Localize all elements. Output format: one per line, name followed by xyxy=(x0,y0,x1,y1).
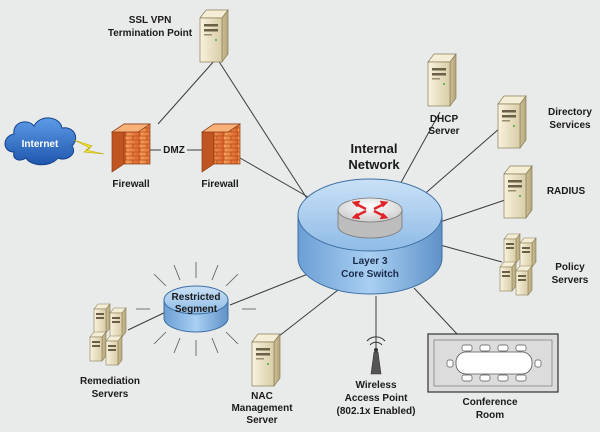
ssl-vpn-label-2: Termination Point xyxy=(108,28,193,39)
conference-label-1: Conference xyxy=(462,397,517,408)
remediation-label-2: Servers xyxy=(92,389,129,400)
dhcp-label-2: Server xyxy=(428,126,459,137)
nac-label-2: Management xyxy=(231,403,293,414)
link-conference-core xyxy=(413,287,459,336)
link-remediation-restricted xyxy=(127,309,171,331)
link-vpn-firewall xyxy=(157,59,216,125)
firewall-right-label: Firewall xyxy=(201,179,238,190)
wireless-label-1: Wireless xyxy=(355,380,396,391)
link-policy-core xyxy=(439,244,503,263)
link-nac-core xyxy=(273,289,339,341)
internet-cloud-icon: Internet xyxy=(4,117,77,166)
remediation-servers-icon xyxy=(89,303,127,366)
radius-server-icon xyxy=(503,165,533,219)
dmz-label: DMZ xyxy=(163,145,185,156)
nac-server-icon xyxy=(251,333,281,387)
firewall-left-icon xyxy=(110,123,152,173)
conference-table xyxy=(455,351,533,375)
nac-label-3: Server xyxy=(246,415,277,426)
restricted-label-2: Segment xyxy=(175,304,218,315)
core-switch-icon xyxy=(297,178,443,295)
link-dhcp-core xyxy=(397,111,441,189)
ssl-vpn-server-icon xyxy=(199,9,229,63)
link-directory-core xyxy=(419,127,501,199)
core-switch-label-1: Layer 3 xyxy=(352,256,387,267)
directory-label-2: Services xyxy=(549,120,591,131)
restricted-segment-icon xyxy=(136,262,256,356)
ssl-vpn-label-1: SSL VPN xyxy=(129,15,172,26)
firewall-right-icon xyxy=(200,123,242,173)
link-radius-core xyxy=(439,199,506,223)
radius-label: RADIUS xyxy=(547,186,586,197)
link-restricted-core xyxy=(229,269,319,306)
directory-server-icon xyxy=(497,95,527,149)
router-arrows-icon xyxy=(351,200,389,220)
wireless-label-3: (802.1x Enabled) xyxy=(337,406,416,417)
dhcp-label-1: DHCP xyxy=(430,114,459,125)
directory-label-1: Directory xyxy=(548,107,592,118)
policy-label-2: Servers xyxy=(552,275,589,286)
policy-label-1: Policy xyxy=(555,262,585,273)
policy-servers-icon xyxy=(499,233,537,296)
internet-label: Internet xyxy=(22,139,59,150)
nac-label-1: NAC xyxy=(251,391,273,402)
wireless-label-2: Access Point xyxy=(345,393,408,404)
internal-network-label-1: Internal xyxy=(351,141,398,156)
wireless-access-point-icon xyxy=(366,336,386,375)
firewall-left-label: Firewall xyxy=(112,179,149,190)
conference-label-2: Room xyxy=(476,410,504,421)
dmz-label-bg xyxy=(161,143,187,156)
dhcp-server-icon xyxy=(427,53,457,107)
remediation-label-1: Remediation xyxy=(80,376,140,387)
restricted-label-1: Restricted xyxy=(172,292,221,303)
core-switch-label-2: Core Switch xyxy=(341,269,399,280)
internal-network-label-2: Network xyxy=(348,157,400,172)
link-vpn-core xyxy=(217,59,309,201)
conference-room-icon xyxy=(427,333,559,393)
lightning-bolt-icon xyxy=(73,139,105,155)
